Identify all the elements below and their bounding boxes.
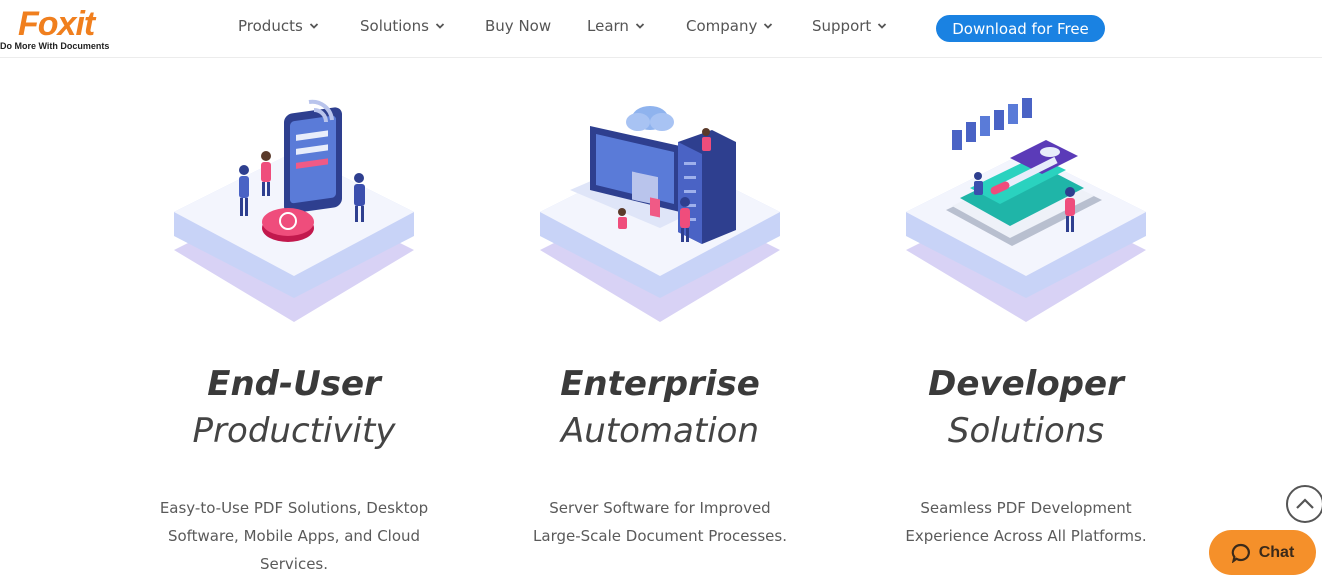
nav-item-support[interactable]: Support: [812, 17, 887, 35]
column-title-bold: Enterprise: [560, 364, 760, 404]
nav-item-learn[interactable]: Learn: [587, 17, 645, 35]
logo-wordmark: Foxit: [18, 5, 95, 43]
chevron-down-icon: [435, 23, 445, 29]
scroll-to-top-button[interactable]: [1286, 485, 1322, 523]
nav-item-label: Solutions: [360, 17, 429, 35]
column-description: Seamless PDF Development Experience Acro…: [905, 499, 1147, 545]
chat-bubble-icon: [1231, 543, 1250, 563]
logo-tagline: Do More With Documents: [0, 41, 110, 51]
column-title-bold: End-User: [207, 364, 381, 404]
nav-item-label: Learn: [587, 17, 629, 35]
nav-item-label: Company: [686, 17, 758, 35]
column-title-bold: Developer: [928, 364, 1124, 404]
site-header: Foxit Do More With Documents Products So…: [0, 0, 1322, 58]
nav-item-solutions[interactable]: Solutions: [360, 17, 445, 35]
mobile-users-illustration-icon: [174, 99, 414, 322]
nav-item-label: Products: [238, 17, 303, 35]
chat-label: Chat: [1258, 543, 1295, 561]
column-title-light: Solutions: [947, 411, 1105, 451]
column-description: Server Software for Improved Large-Scale…: [533, 499, 787, 545]
nav-item-label: Support: [812, 17, 872, 35]
nav-item-label: Buy Now: [485, 17, 552, 35]
chevron-down-icon: [309, 23, 318, 29]
product-column-developer: Developer Solutions Seamless PDF Develop…: [886, 90, 1166, 550]
chevron-up-icon: [1296, 498, 1314, 509]
download-for-free-button[interactable]: Download for Free: [936, 15, 1105, 42]
column-title-light: Productivity: [192, 411, 396, 451]
column-description: Easy-to-Use PDF Solutions, Desktop Softw…: [159, 499, 429, 573]
product-column-enterprise: Enterprise Automation Server Software fo…: [520, 90, 800, 550]
column-title-light: Automation: [560, 411, 760, 451]
chat-button[interactable]: Chat: [1209, 530, 1316, 575]
nav-item-company[interactable]: Company: [686, 17, 773, 35]
developer-tablet-illustration-icon: [906, 98, 1146, 322]
product-column-end-user: End-User Productivity Easy-to-Use PDF So…: [154, 90, 434, 578]
nav-item-products[interactable]: Products: [238, 17, 319, 35]
foxit-logo[interactable]: Foxit Do More With Documents: [0, 4, 115, 54]
chevron-down-icon: [878, 23, 887, 29]
server-laptop-illustration-icon: [540, 106, 780, 322]
nav-item-buy-now[interactable]: Buy Now: [485, 17, 551, 35]
chevron-down-icon: [635, 23, 645, 29]
main-nav: Products Solutions Buy Now Learn Company…: [0, 0, 1322, 58]
chevron-down-icon: [764, 23, 773, 29]
